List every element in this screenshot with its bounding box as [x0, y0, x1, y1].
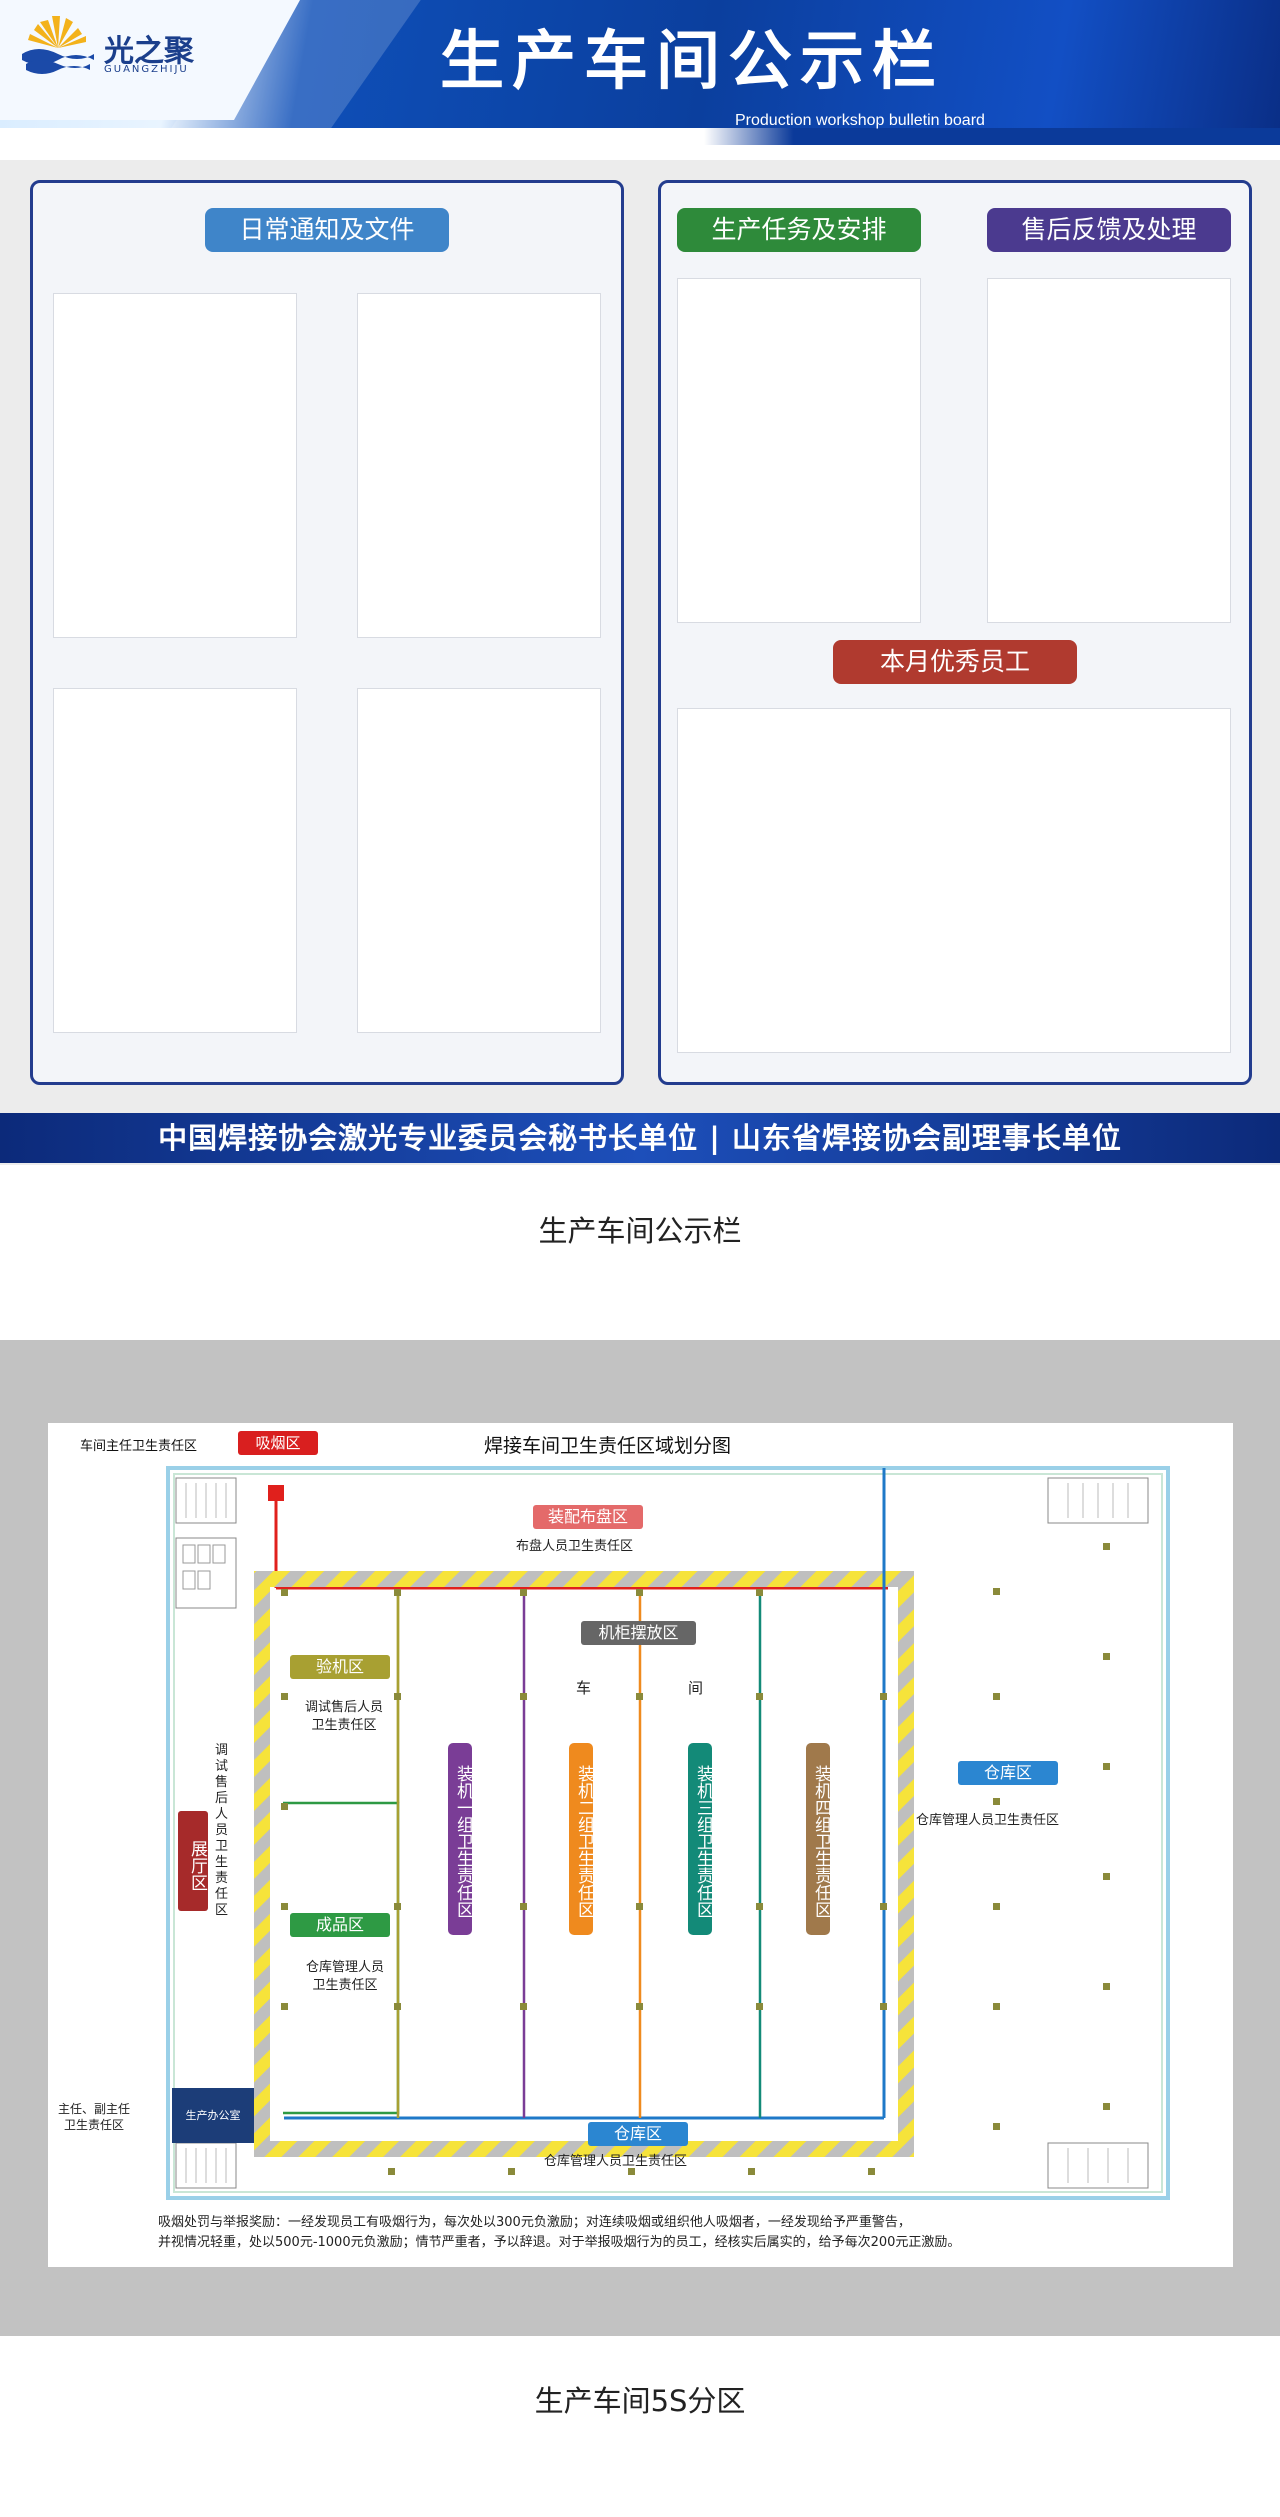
panel-daily-notices: 日常通知及文件 [30, 180, 624, 1085]
floor-plan: 焊接车间卫生责任区域划分图 车间主任卫生责任区 吸烟区 装配布盘区 布盘人员卫生… [48, 1423, 1233, 2267]
label-warehouse-right-staff: 仓库管理人员卫生责任区 [916, 1813, 1060, 1828]
tag-warehouse-right: 仓库区 [958, 1761, 1058, 1785]
tag-finished: 成品区 [290, 1913, 390, 1937]
label-director-left: 主任、副主任卫生责任区 [58, 2102, 131, 2132]
board-header: 光之聚 GUANGZHIJU 生产车间公示栏 Production worksh… [0, 0, 1280, 160]
notice-slot [53, 688, 297, 1033]
feedback-slot [987, 278, 1231, 623]
company-logo: 光之聚 GUANGZHIJU [18, 14, 228, 84]
label-jian: 间 [688, 1679, 704, 1697]
aisle-left [254, 1571, 270, 2157]
label-che: 车 [576, 1679, 592, 1697]
aisle-bottom [254, 2141, 914, 2157]
board-title: 生产车间公示栏 [440, 25, 944, 99]
tag-assembly-layout: 装配布盘区 [533, 1505, 643, 1529]
notice-slot [357, 293, 601, 638]
tag-group-1: 装机一组卫生责任区 [448, 1743, 473, 1935]
aisle-top [254, 1571, 914, 1587]
caption-bulletin: 生产车间公示栏 [538, 1214, 742, 1248]
smoking-marker [268, 1485, 284, 1501]
office-block [172, 2088, 254, 2143]
floor-plan-board: 焊接车间卫生责任区域划分图 车间主任卫生责任区 吸烟区 装配布盘区 布盘人员卫生… [0, 1340, 1280, 2336]
tag-inspection: 验机区 [290, 1655, 390, 1679]
section-label-daily: 日常通知及文件 [205, 208, 449, 252]
tag-cabinet: 机柜摆放区 [581, 1621, 696, 1645]
label-layout-staff: 布盘人员卫生责任区 [516, 1539, 634, 1554]
label-debug-staff: 调试售后人员卫生责任区 [304, 1700, 383, 1733]
tag-showroom: 展厅区 [178, 1811, 208, 1911]
board-footer: 中国焊接协会激光专业委员会秘书长单位 | 山东省焊接协会副理事长单位 [0, 1113, 1280, 1163]
label-office: 生产办公室 [185, 2109, 241, 2122]
label-warehouse-bottom-staff: 仓库管理人员卫生责任区 [544, 2154, 688, 2169]
section-label-production: 生产任务及安排 [677, 208, 921, 252]
board-subtitle: Production workshop bulletin board [735, 112, 985, 129]
panel-production: 生产任务及安排 售后反馈及处理 本月优秀员工 [658, 180, 1252, 1085]
task-slot [677, 278, 921, 623]
aisle-right [898, 1571, 914, 2157]
tag-smoking: 吸烟区 [238, 1431, 318, 1455]
bulletin-board: 光之聚 GUANGZHIJU 生产车间公示栏 Production worksh… [0, 0, 1280, 1165]
section-label-excellent: 本月优秀员工 [833, 640, 1077, 684]
label-debug-vertical: 调试售后人员卫生责任区 [215, 1743, 229, 1918]
smoking-rules-note: 吸烟处罚与举报奖励：一经发现员工有吸烟行为，每次处以300元负激励；对连续吸烟或… [158, 2215, 961, 2250]
label-director-zone: 车间主任卫生责任区 [80, 1439, 198, 1454]
tag-group-4: 装机四组卫生责任区 [806, 1743, 831, 1935]
sun-wave-logo-icon [22, 16, 94, 74]
plan-title: 焊接车间卫生责任区域划分图 [484, 1435, 732, 1457]
notice-slot [357, 688, 601, 1033]
tag-group-2: 装机二组卫生责任区 [569, 1743, 594, 1935]
tag-group-3: 装机三组卫生责任区 [688, 1743, 713, 1935]
excellent-employee-slot [677, 708, 1231, 1053]
label-wh-staff: 仓库管理人员卫生责任区 [305, 1960, 384, 1993]
notice-slot [53, 293, 297, 638]
logo-pinyin: GUANGZHIJU [104, 64, 189, 75]
outer-wall [166, 1466, 1170, 2200]
section-label-aftersales: 售后反馈及处理 [987, 208, 1231, 252]
tag-warehouse-bottom: 仓库区 [588, 2122, 688, 2146]
caption-5s: 生产车间5S分区 [534, 2384, 746, 2418]
floor-plan-drawing [166, 1466, 1170, 2200]
logo-name: 光之聚 [104, 34, 194, 69]
